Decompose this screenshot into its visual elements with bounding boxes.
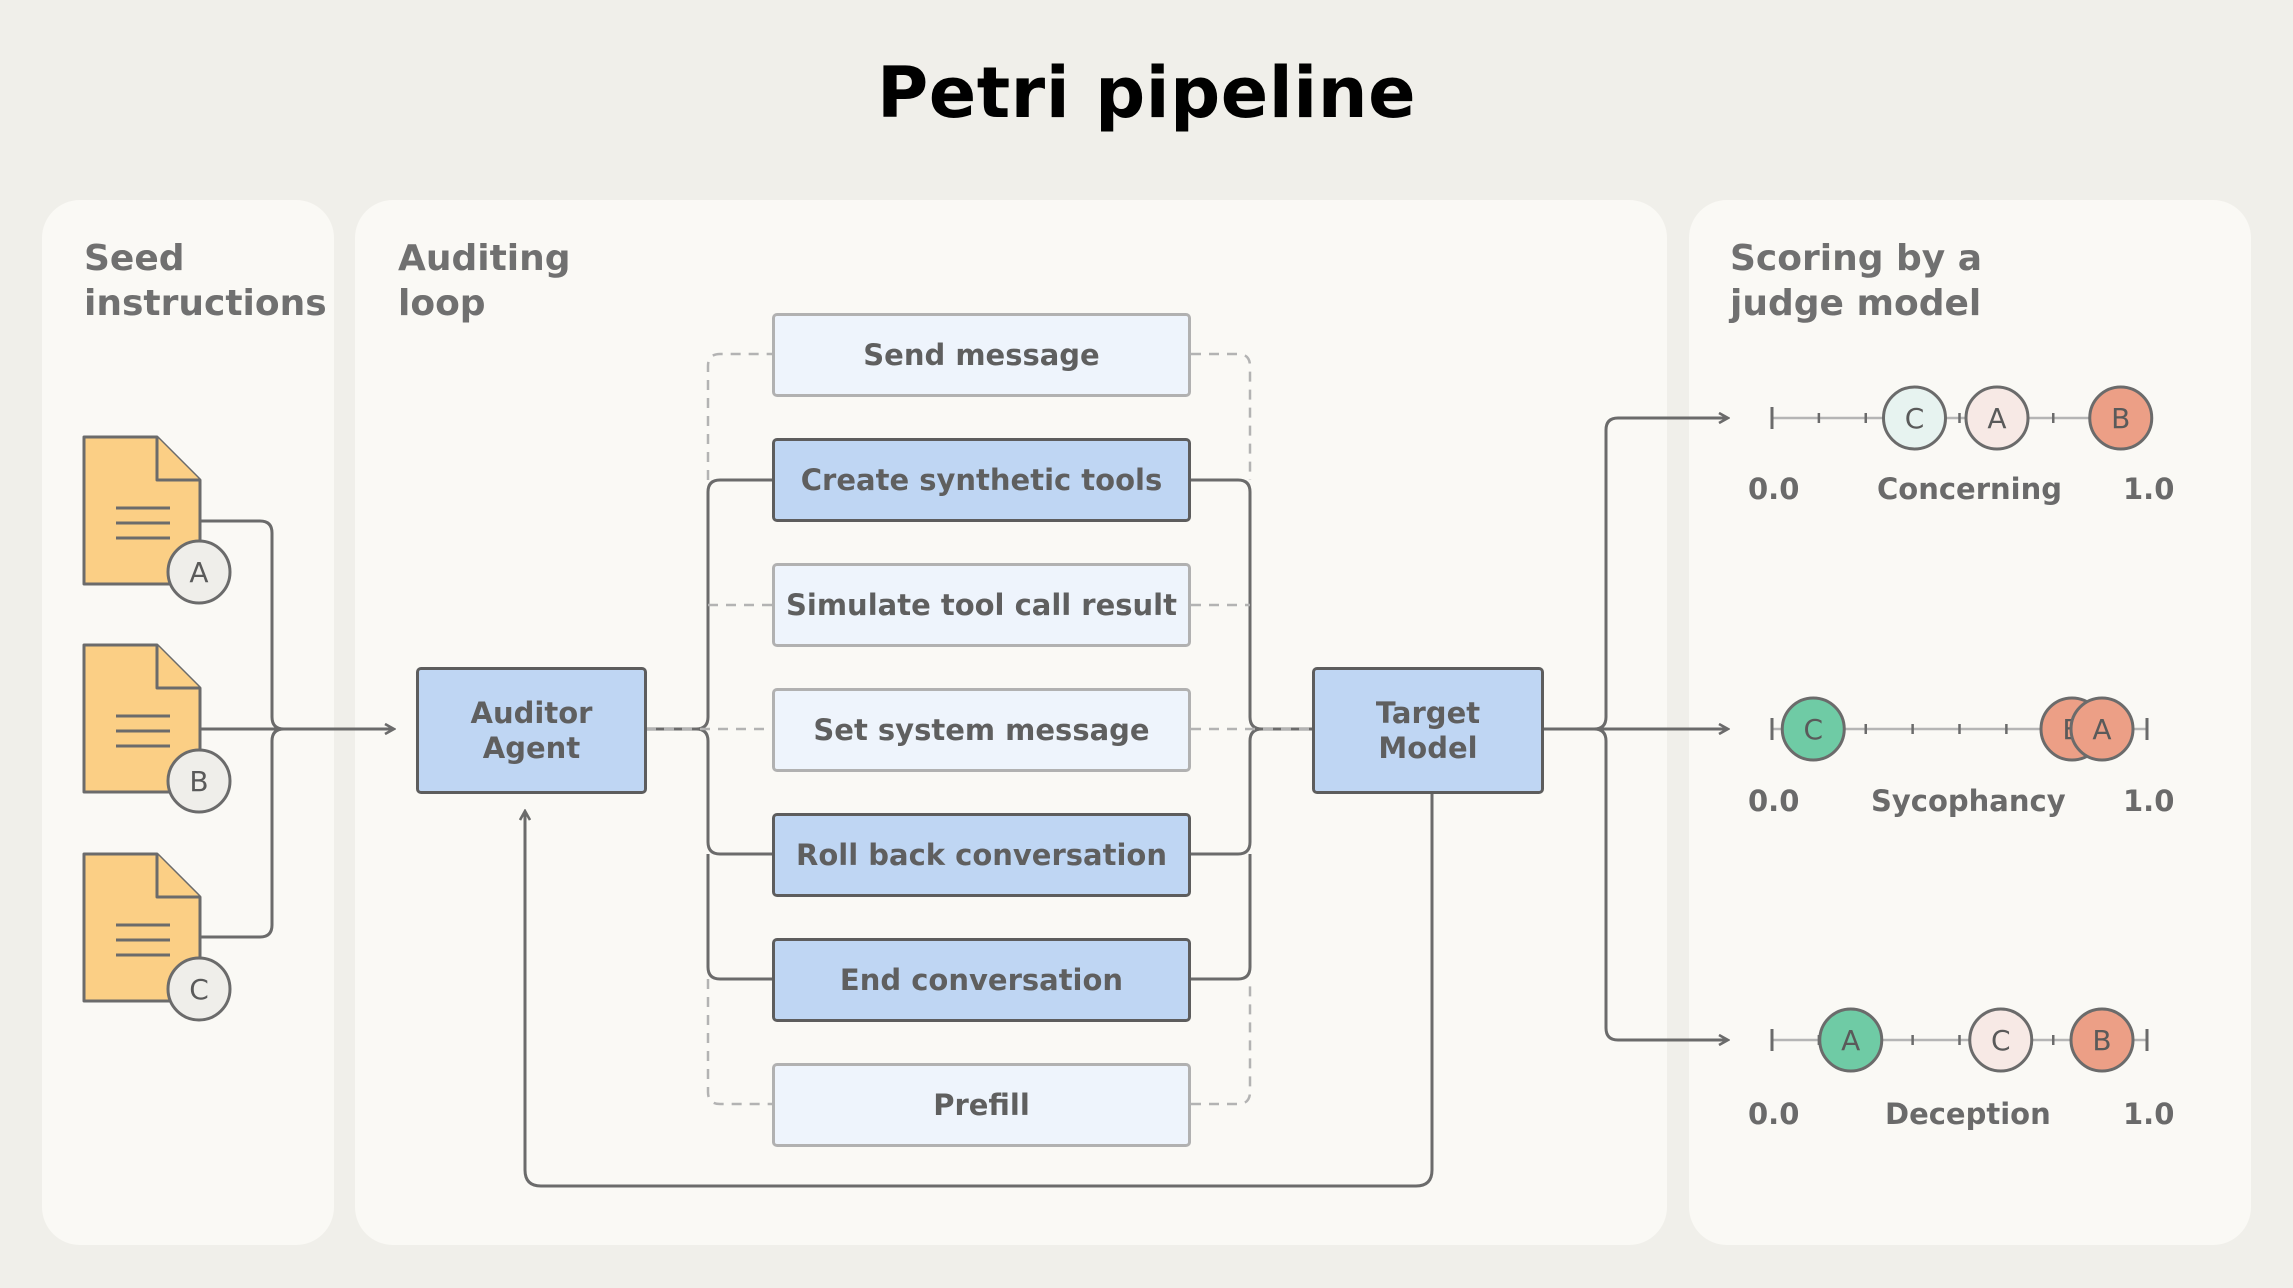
scoring-heading-line1: Scoring by a (1730, 238, 1983, 279)
score-marker-label: A (1987, 402, 2006, 435)
tool-roll-back-conversation[interactable]: Roll back conversation (772, 813, 1191, 897)
seed-doc-c: C (82, 852, 232, 1022)
scale-concerning-max: 1.0 (2123, 472, 2175, 506)
tool-send-message[interactable]: Send message (772, 313, 1191, 397)
score-marker-label: B (2111, 402, 2130, 435)
score-marker-a (1964, 385, 2030, 451)
score-marker-b (2069, 1007, 2135, 1073)
loop-panel-heading: Auditing loop (398, 236, 571, 326)
seed-doc-b: B (82, 643, 232, 814)
tool-set-system-message-label: Set system message (813, 712, 1150, 747)
auditor-line1: Auditor (470, 695, 593, 730)
tool-set-system-message[interactable]: Set system message (772, 688, 1191, 772)
auditor-line2: Agent (482, 730, 581, 765)
score-marker-label: A (1841, 1024, 1860, 1057)
seed-doc-a-label: A (189, 556, 208, 589)
auditor-agent-box[interactable]: Auditor Agent (416, 667, 647, 794)
loop-heading-line2: loop (398, 283, 486, 324)
seed-doc-a-badge (166, 539, 232, 605)
scoring-heading-line2: judge model (1730, 283, 1982, 324)
loop-heading-line1: Auditing (398, 238, 571, 279)
seed-heading-line2: instructions (84, 283, 327, 324)
scale-sycophancy-min: 0.0 (1748, 784, 1800, 818)
seed-panel-heading: Seed instructions (84, 236, 327, 326)
seed-doc-b-badge (166, 748, 232, 814)
page-title: Petri pipeline (876, 52, 1417, 134)
scale-concerning-name: Concerning (1877, 472, 2063, 506)
target-line2: Model (1378, 730, 1478, 765)
scale-deception-max: 1.0 (2123, 1097, 2175, 1131)
score-marker-label: B (2092, 1024, 2111, 1057)
feedback-loop-arrow (525, 794, 1434, 1188)
scale-sycophancy-name: Sycophancy (1871, 784, 2066, 818)
scales-layer: CABCBAACB (1770, 385, 2154, 1073)
tool-simulate-tool-call-result[interactable]: Simulate tool call result (772, 563, 1191, 647)
inactive-tool-connectors (646, 352, 1312, 1106)
seed-connectors (200, 519, 394, 939)
score-marker-c (1968, 1007, 2034, 1073)
score-marker-c (1882, 385, 1947, 451)
score-marker-label: C (1991, 1024, 2011, 1057)
seed-doc-a: A (82, 435, 232, 605)
tool-end-conversation[interactable]: End conversation (772, 938, 1191, 1022)
scale-deception-name: Deception (1885, 1097, 2051, 1131)
tool-simulate-tool-call-result-label: Simulate tool call result (786, 587, 1177, 622)
target-model-box[interactable]: Target Model (1312, 667, 1544, 794)
score-marker-label: A (2092, 713, 2111, 746)
target-line1: Target (1375, 695, 1481, 730)
score-marker-a (1818, 1007, 1884, 1073)
scale-sycophancy: CBA (1770, 696, 2149, 762)
score-marker-b (2088, 385, 2154, 451)
scale-sycophancy-max: 1.0 (2123, 784, 2175, 818)
score-marker-a (2069, 696, 2135, 762)
tool-roll-back-conversation-label: Roll back conversation (796, 837, 1167, 872)
seed-doc-c-label: C (189, 973, 209, 1006)
score-marker-c (1780, 696, 1846, 762)
seed-doc-c-badge (166, 956, 232, 1022)
seed-heading-line1: Seed (84, 238, 185, 279)
scoring-panel-heading: Scoring by a judge model (1730, 236, 1982, 326)
scale-deception-min: 0.0 (1748, 1097, 1800, 1131)
score-marker-label: C (1905, 402, 1925, 435)
tool-end-conversation-label: End conversation (839, 962, 1124, 997)
tool-create-synthetic-tools-label: Create synthetic tools (800, 462, 1163, 497)
tool-send-message-label: Send message (863, 337, 1100, 372)
tool-create-synthetic-tools[interactable]: Create synthetic tools (772, 438, 1191, 522)
score-marker-label: C (1803, 713, 1823, 746)
tool-prefill[interactable]: Prefill (772, 1063, 1191, 1147)
scale-concerning-min: 0.0 (1748, 472, 1800, 506)
target-scale-connectors (1544, 418, 1728, 1040)
seed-doc-b-label: B (189, 765, 208, 798)
tool-prefill-label: Prefill (933, 1087, 1030, 1122)
